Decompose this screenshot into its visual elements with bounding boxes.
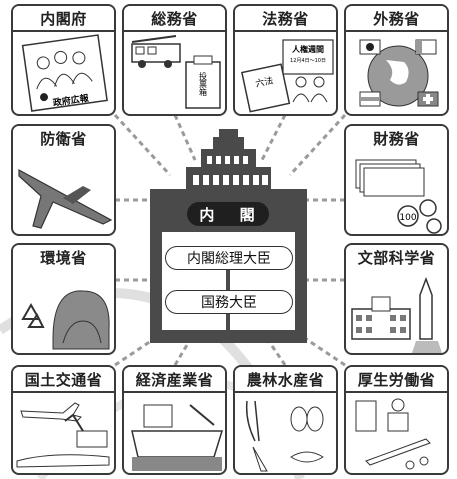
dashed-connectors (113, 113, 347, 367)
ministry-box-gaimu: 外務省 (344, 4, 449, 116)
ministry-box-zaimu: 財務省 100 (344, 124, 449, 236)
ministry-box-homu: 法務省 人権週間 12月4日～10日 六法 (233, 4, 338, 116)
roppo-text: 六法 (254, 74, 274, 89)
fire-truck-and-ballot-box-illustration: 投票箱 (131, 35, 221, 109)
fighter-jet-illustration (18, 168, 113, 229)
human-rights-dates-text: 12月4日～10日 (290, 58, 326, 64)
ministry-box-naikakufu: 内閣府 政府広報 (11, 4, 116, 116)
ministry-box-somu: 総務省 投票箱 (122, 4, 227, 116)
human-rights-week-text: 人権週間 (292, 44, 324, 54)
ministry-label: 総務省 (124, 6, 225, 32)
worker-forklift-syringe-illustration (355, 398, 431, 470)
ballot-box-text: 投票箱 (199, 71, 208, 97)
ministry-label: 厚生労働省 (346, 367, 447, 393)
ministry-label: 財務省 (346, 126, 447, 150)
recycling-and-trees-illustration (21, 290, 110, 350)
ministry-box-kankyo: 環境省 (11, 243, 116, 355)
ministry-box-keizai: 経済産業省 (122, 365, 227, 475)
law-book-illustration: 人権週間 12月4日～10日 六法 (241, 39, 334, 113)
ministry-label: 文部科学省 (346, 245, 447, 269)
ministry-box-kosei: 厚生労働省 (344, 365, 449, 475)
ministry-box-kokudo: 国土交通省 (11, 365, 116, 475)
ministry-label: 経済産業省 (124, 367, 225, 393)
ministry-label: 農林水産省 (235, 367, 336, 393)
ministry-label: 外務省 (346, 6, 447, 32)
coin-text: 100 (399, 213, 416, 223)
ministry-box-boei: 防衛省 (11, 124, 116, 236)
money-and-coins-illustration: 100 (355, 159, 442, 234)
ministry-label: 法務省 (235, 6, 336, 32)
ministers-of-state-box: 国務大臣 (165, 290, 293, 314)
ministry-label: 国土交通省 (13, 367, 114, 393)
plane-train-excavator-illustration (16, 402, 110, 468)
globe-and-flags-illustration (359, 39, 439, 107)
ministry-label: 内閣府 (13, 6, 114, 32)
prime-minister-box: 内閣総理大臣 (165, 246, 293, 270)
ministry-label: 環境省 (13, 245, 114, 269)
school-and-rocket-illustration (351, 276, 442, 353)
ship-and-factory-illustration (131, 404, 224, 471)
ministry-box-monbu: 文部科学省 (344, 243, 449, 355)
ministry-label: 防衛省 (13, 126, 114, 150)
public-relations-poster-illustration: 政府広報 (21, 34, 108, 112)
ministry-box-norin: 農林水産省 (233, 365, 338, 475)
rice-trees-vegetable-fish-illustration (245, 400, 324, 472)
cabinet-title: 内 閣 (187, 202, 269, 226)
